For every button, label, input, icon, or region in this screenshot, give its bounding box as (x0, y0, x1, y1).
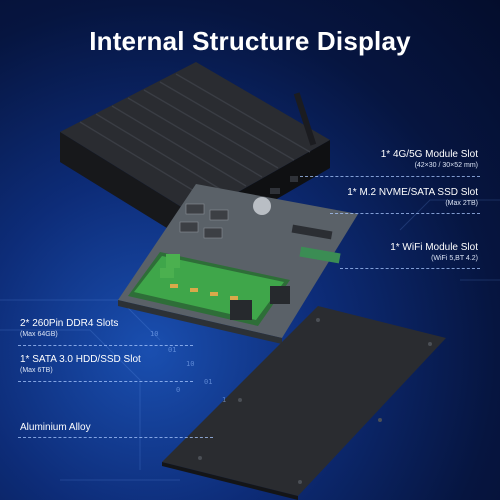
callout-4g5g-slot: 1* 4G/5G Module Slot (42×30 / 30×52 mm) (318, 149, 478, 171)
callout-aluminium-label: Aluminium Alloy (20, 422, 91, 433)
svg-text:10: 10 (150, 330, 158, 338)
bottom-plate (162, 306, 446, 500)
callout-sata-sub: (Max 6TB) (20, 367, 53, 374)
callout-sata-label: 1* SATA 3.0 HDD/SSD Slot (20, 354, 141, 365)
callout-ddr4-label: 2* 260Pin DDR4 Slots (20, 318, 119, 329)
leader-ddr4 (18, 345, 193, 346)
motherboard (118, 184, 358, 344)
leader-aluminium (18, 437, 213, 438)
svg-text:0: 0 (176, 386, 180, 394)
callout-sata-slot: 1* SATA 3.0 HDD/SSD Slot (Max 6TB) (20, 354, 190, 376)
callout-m2-ssd-sub: (Max 2TB) (445, 200, 478, 207)
page-title: Internal Structure Display (89, 26, 411, 56)
svg-text:01: 01 (204, 378, 212, 386)
svg-text:1: 1 (222, 396, 226, 404)
callout-4g5g-sub: (42×30 / 30×52 mm) (414, 162, 478, 169)
callout-wifi-sub: (WiFi 5,BT 4.2) (431, 255, 478, 262)
leader-4g5g (300, 176, 480, 177)
leader-sata (18, 381, 193, 382)
callout-wifi-slot: 1* WiFi Module Slot (WiFi 5,BT 4.2) (318, 242, 478, 264)
leader-m2-ssd (330, 213, 480, 214)
callout-ddr4-slots: 2* 260Pin DDR4 Slots (Max 64GB) (20, 318, 180, 340)
callout-m2-ssd-slot: 1* M.2 NVME/SATA SSD Slot (Max 2TB) (318, 187, 478, 209)
mini-pc-case (60, 62, 330, 246)
callout-aluminium-alloy: Aluminium Alloy (20, 422, 190, 434)
callout-wifi-label: 1* WiFi Module Slot (390, 242, 478, 253)
callout-4g5g-label: 1* 4G/5G Module Slot (380, 149, 478, 160)
leader-wifi (340, 268, 480, 269)
callout-m2-ssd-label: 1* M.2 NVME/SATA SSD Slot (347, 187, 478, 198)
svg-text:01: 01 (168, 346, 176, 354)
callout-ddr4-sub: (Max 64GB) (20, 331, 58, 338)
svg-text:10: 10 (186, 360, 194, 368)
